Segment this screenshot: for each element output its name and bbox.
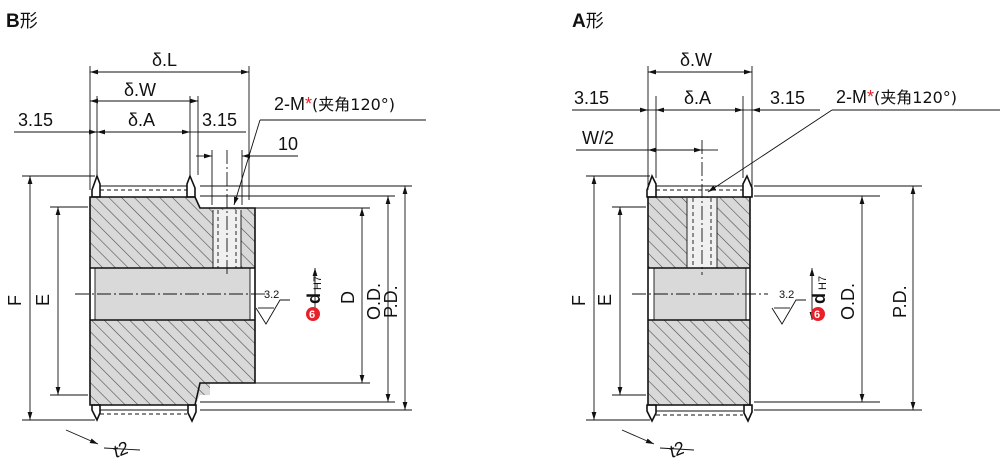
view-b-bore-label: 6 d H7 xyxy=(304,276,324,321)
view-a-title: A形 xyxy=(572,11,604,32)
view-a-bore-label: 6 d H7 xyxy=(809,276,829,321)
svg-text:H7: H7 xyxy=(817,276,829,290)
view-b-d: D xyxy=(338,291,358,304)
svg-text:d: d xyxy=(304,293,324,304)
view-b-title: B形 xyxy=(6,11,38,32)
view-b-rough: 3.2 xyxy=(264,289,279,301)
view-a-pd: P.D. xyxy=(890,285,910,318)
view-b-da: δ.A xyxy=(128,110,155,130)
svg-text:6: 6 xyxy=(814,309,820,321)
view-a-dw: δ.W xyxy=(680,50,712,70)
view-b-pd: P.D. xyxy=(381,285,401,318)
view-b-extensions xyxy=(22,66,412,421)
view-b-e: E xyxy=(33,294,53,306)
view-a-dimensions xyxy=(572,69,1000,451)
view-b-left-315: 3.15 xyxy=(18,110,53,130)
view-b-labels: δ.L δ.W δ.A 3.15 3.15 10 2-M*(夹角120°) F … xyxy=(5,50,401,462)
view-b-tap-label: 2-M*(夹角120°) xyxy=(274,94,395,114)
view-b-dw: δ.W xyxy=(124,80,156,100)
view-a-da: δ.A xyxy=(684,88,711,108)
view-a-od: O.D. xyxy=(838,283,858,320)
svg-text:6: 6 xyxy=(309,309,315,321)
view-a-labels: δ.W δ.A 3.15 3.15 W/2 2-M*(夹角120°) F E O… xyxy=(569,50,957,462)
view-a-roughness xyxy=(771,299,806,325)
view-b-t2: t2 xyxy=(110,438,131,462)
view-a-t2: t2 xyxy=(666,438,687,462)
view-a-tap-label: 2-M*(夹角120°) xyxy=(836,87,957,107)
view-b-f: F xyxy=(5,295,25,306)
view-b-dimensions xyxy=(14,69,426,451)
view-b-roughness xyxy=(255,299,290,325)
view-b: B形 xyxy=(5,11,426,462)
view-a-body xyxy=(632,140,768,423)
view-a: A形 xyxy=(569,11,1000,462)
view-a-extensions xyxy=(586,66,922,421)
svg-text:H7: H7 xyxy=(312,276,324,290)
view-b-body xyxy=(75,150,265,423)
view-a-right-315: 3.15 xyxy=(770,88,805,108)
view-a-f: F xyxy=(569,295,589,306)
view-b-od: O.D. xyxy=(364,283,384,320)
view-a-rough: 3.2 xyxy=(779,289,794,301)
view-a-e: E xyxy=(595,294,615,306)
svg-text:d: d xyxy=(809,293,829,304)
view-b-ten: 10 xyxy=(278,134,298,154)
view-b-right-315: 3.15 xyxy=(202,110,237,130)
view-a-left-315: 3.15 xyxy=(574,88,609,108)
view-b-dl: δ.L xyxy=(152,50,177,70)
view-a-w2: W/2 xyxy=(582,128,614,148)
